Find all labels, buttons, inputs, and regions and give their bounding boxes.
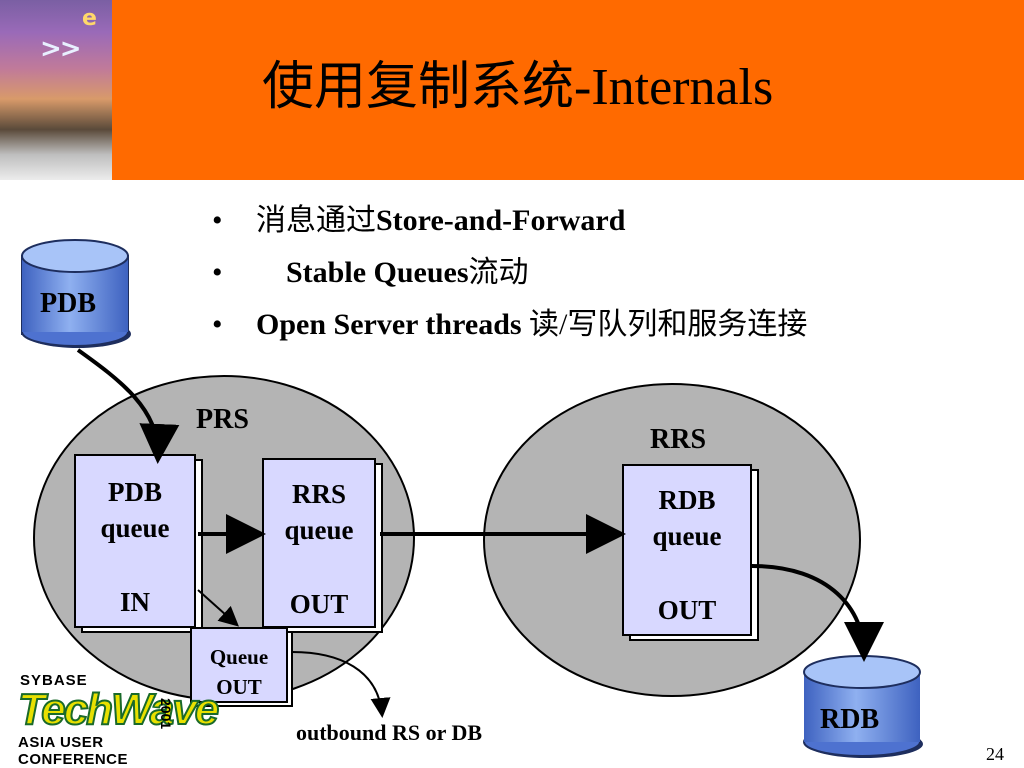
prs-label: PRS bbox=[196, 404, 249, 435]
rdb-queue-box bbox=[622, 464, 759, 641]
pdb-cylinder-label: PDB bbox=[40, 288, 96, 319]
rdb-cylinder-label: RDB bbox=[820, 704, 880, 735]
bullet-text-en: Store-and-Forward bbox=[376, 204, 626, 237]
queue-out-box bbox=[190, 627, 293, 707]
page-title: 使用复制系统-Internals bbox=[262, 59, 774, 116]
title-banner: e >> 使用复制系统-Internals bbox=[0, 0, 1024, 180]
bullet-marker: • bbox=[212, 256, 223, 289]
bullet-text-cn: 流动 bbox=[468, 256, 529, 289]
rdb-queue-label: RDB queue OUT bbox=[652, 485, 722, 625]
bullet-text-en: Stable Queues bbox=[286, 256, 469, 289]
bullet-marker: • bbox=[212, 308, 223, 341]
queue-out-to-outbound-arrow bbox=[291, 651, 391, 718]
bullet-text-cn: 消息通过 bbox=[256, 204, 376, 237]
rrs-queue-label: RRS queue OUT bbox=[284, 479, 354, 619]
pdb-queue-to-queue-out-arrow bbox=[197, 589, 239, 627]
bullet-marker: • bbox=[212, 204, 223, 237]
pdb-to-queue-arrow bbox=[76, 348, 180, 464]
queue-out-label: Queue OUT bbox=[209, 645, 269, 699]
banner-photo: e >> bbox=[0, 0, 112, 180]
bullet-item: • 消息通过Store-and-Forward bbox=[212, 204, 852, 238]
pdb-cylinder bbox=[21, 239, 131, 348]
rdb-queue-to-rdb-arrow bbox=[751, 564, 884, 662]
bullet-text-cn: 读/写队列和服务连接 bbox=[521, 308, 808, 341]
outbound-label: outbound RS or DB bbox=[296, 720, 483, 745]
pdb-queue-box bbox=[74, 454, 203, 633]
banner-logo-letter: e bbox=[82, 6, 97, 31]
bullet-item: • Open Server threads 读/写队列和服务连接 bbox=[212, 308, 852, 342]
banner-arrows-icon: >> bbox=[40, 34, 82, 64]
bullet-text-en: Open Server threads bbox=[256, 308, 522, 341]
page-number: 24 bbox=[986, 744, 1004, 764]
bullet-item: • Stable Queues流动 bbox=[212, 256, 852, 290]
rrs-queue-box bbox=[262, 458, 383, 633]
rrs-label: RRS bbox=[650, 424, 707, 455]
techwave-logo: SYBASE TechWave 2001 ASIA USER CONFERENC… bbox=[17, 672, 220, 768]
pdb-queue-label: PDB queue IN bbox=[100, 477, 170, 617]
bullet-list: •消息通过Store-and-Forward •Stable Queues流动 … bbox=[212, 204, 852, 360]
